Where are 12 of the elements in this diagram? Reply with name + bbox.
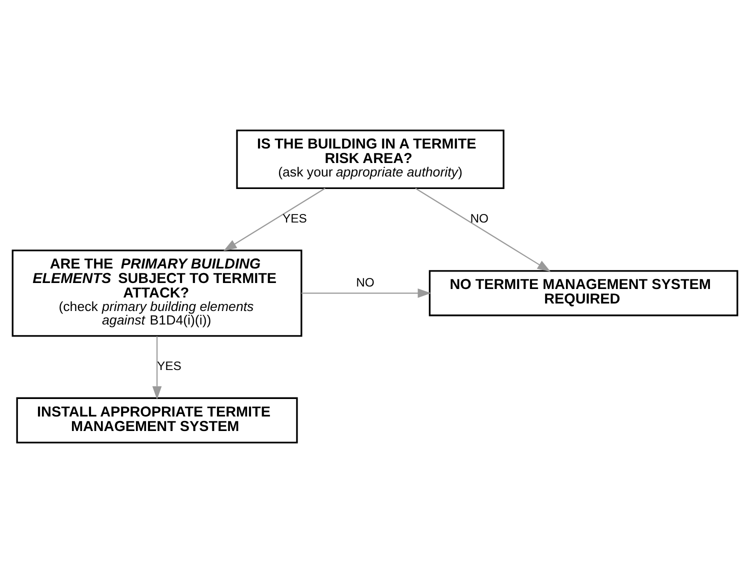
edge-label: NO	[470, 210, 489, 225]
node-box: ARE THE PRIMARY BUILDING ELEMENTS SUBJECT TO TERMITE ATTACK? (check primary building elements against B1D4(i)(i))	[12, 249, 302, 336]
edge-label: NO	[356, 274, 374, 289]
arrow	[415, 187, 551, 272]
edge-label: YES	[282, 210, 307, 225]
arrow	[152, 336, 162, 400]
node-box: IS THE BUILDING IN A TERMITE RISK AREA? (ask your appropriate authority)	[236, 129, 504, 189]
node-box: NO TERMITE MANAGEMENT SYSTEM REQUIRED	[428, 270, 738, 316]
arrow	[223, 187, 326, 251]
node-box: INSTALL APPROPRIATE TERMITE MANAGEMENT SYSTEM	[16, 396, 298, 443]
arrow	[301, 288, 432, 298]
edge-label: YES	[157, 358, 182, 373]
